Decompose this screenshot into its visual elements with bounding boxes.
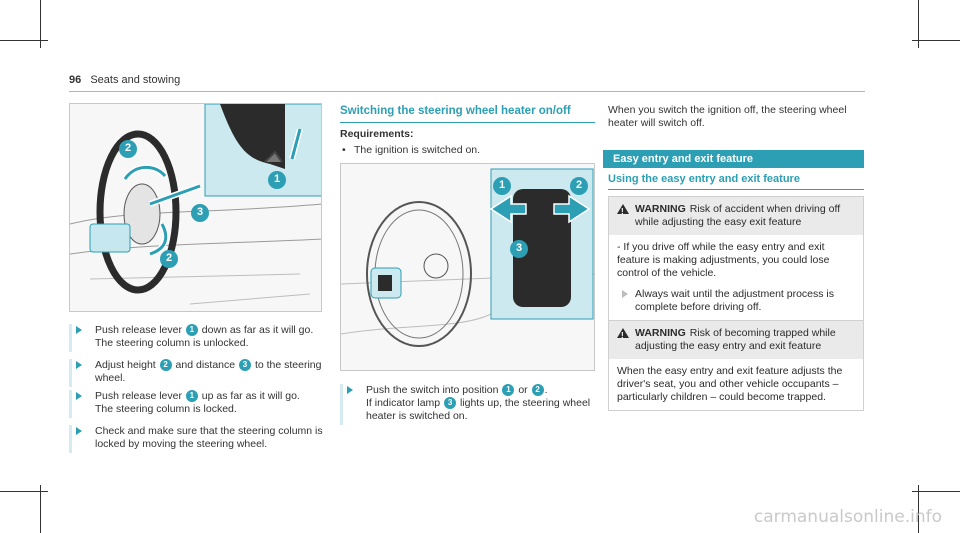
steering-column-steps: Push release lever 1 down as far as it w… bbox=[69, 324, 325, 453]
step-arrow-icon bbox=[76, 361, 82, 369]
step-result: The steering column is unlocked. bbox=[95, 337, 249, 349]
requirements-label: Requirements: bbox=[340, 128, 414, 140]
callout-label: 2 bbox=[165, 252, 173, 264]
crop-mark bbox=[40, 485, 41, 533]
section-title: Seats and stowing bbox=[90, 74, 181, 86]
steering-column-figure: 2 1 3 2 bbox=[69, 103, 322, 312]
page-header: 96 Seats and stowing bbox=[69, 74, 180, 86]
warning-label: WARNING bbox=[635, 327, 686, 339]
instruction-step: Push release lever 1 down as far as it w… bbox=[69, 324, 325, 352]
instruction-step: Check and make sure that the steering co… bbox=[69, 425, 325, 453]
easy-entry-subtitle: Using the easy entry and exit feature bbox=[608, 173, 800, 185]
crop-mark bbox=[918, 485, 919, 533]
instruction-step: Push the switch into position 1 or 2. If… bbox=[340, 384, 596, 425]
instruction-step: Push release lever 1 up as far as it wil… bbox=[69, 390, 325, 418]
heater-off-note: When you switch the ignition off, the st… bbox=[608, 104, 847, 129]
crop-mark bbox=[0, 491, 48, 492]
callout-label: 3 bbox=[515, 242, 523, 254]
warning-triangle-icon bbox=[617, 328, 629, 342]
callout-label: 2 bbox=[575, 179, 583, 191]
step-arrow-icon bbox=[347, 386, 353, 394]
easy-entry-band-title: Easy entry and exit feature bbox=[603, 150, 864, 168]
step-result: The steering column is locked. bbox=[95, 403, 237, 415]
warning-body: - If you drive off while the easy entry … bbox=[609, 235, 863, 320]
header-divider bbox=[69, 91, 865, 92]
heater-section-title: Switching the steering wheel heater on/o… bbox=[340, 105, 571, 117]
crop-mark bbox=[40, 0, 41, 48]
callout-label: 2 bbox=[124, 142, 132, 154]
callout-label: 1 bbox=[273, 173, 281, 185]
heater-section-rule bbox=[340, 122, 595, 123]
crop-mark bbox=[912, 40, 960, 41]
page-number: 96 bbox=[69, 74, 82, 86]
callout-badge: 3 bbox=[239, 359, 252, 371]
callout-badge: 2 bbox=[159, 359, 172, 371]
warning-body: When the easy entry and exit feature adj… bbox=[609, 359, 863, 410]
steering-heater-illustration bbox=[341, 164, 594, 370]
requirements: Requirements: The ignition is switched o… bbox=[340, 128, 595, 156]
callout-label: 3 bbox=[196, 206, 204, 218]
callout-badge: 3 bbox=[444, 397, 457, 409]
step-arrow-icon bbox=[76, 392, 82, 400]
crop-mark bbox=[912, 491, 960, 492]
warning-label: WARNING bbox=[635, 203, 686, 215]
step-arrow-icon bbox=[622, 290, 628, 298]
callout-label: 1 bbox=[498, 179, 506, 191]
watermark: carmanualsonline.info bbox=[753, 507, 942, 527]
crop-mark bbox=[0, 40, 48, 41]
instruction-step: Adjust height 2 and distance 3 to the st… bbox=[69, 359, 325, 387]
easy-entry-rule bbox=[608, 189, 864, 190]
requirement-item: The ignition is switched on. bbox=[340, 144, 595, 156]
step-arrow-icon bbox=[76, 427, 82, 435]
callout-badge: 2 bbox=[531, 384, 544, 396]
crop-mark bbox=[918, 0, 919, 48]
callout-badge: 1 bbox=[185, 324, 198, 336]
warning-triangle-icon bbox=[617, 204, 629, 218]
steering-column-illustration bbox=[70, 104, 321, 311]
callout-badge: 1 bbox=[502, 384, 515, 396]
steering-heater-figure: 1 2 3 bbox=[340, 163, 595, 371]
step-arrow-icon bbox=[76, 326, 82, 334]
heater-steps: Push the switch into position 1 or 2. If… bbox=[340, 384, 596, 425]
warning-instruction: Always wait until the adjustment process… bbox=[617, 288, 855, 314]
callout-badge: 1 bbox=[185, 390, 198, 402]
